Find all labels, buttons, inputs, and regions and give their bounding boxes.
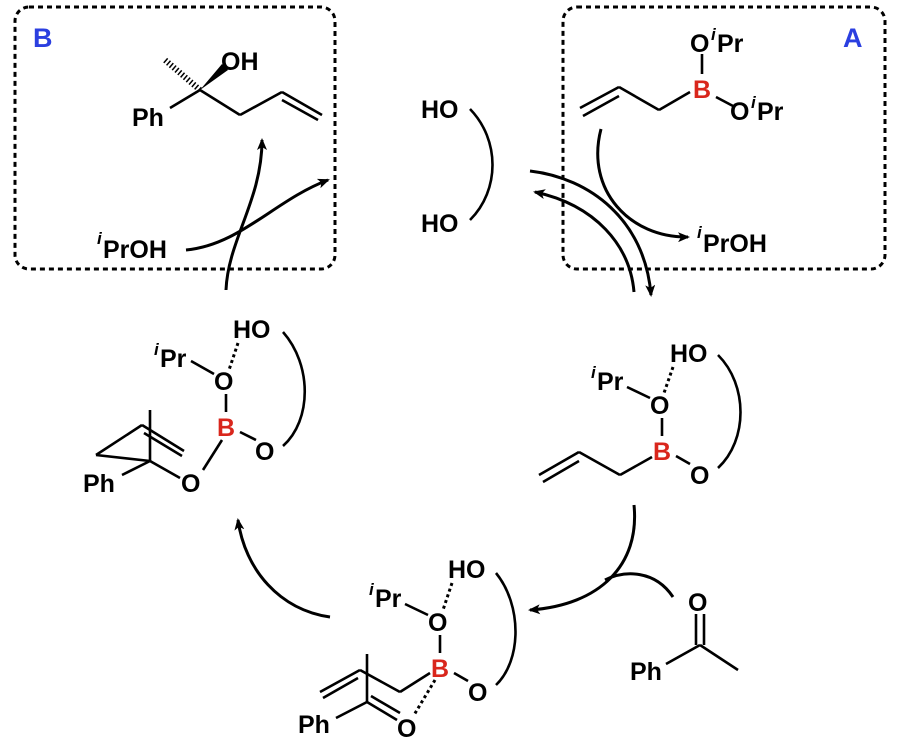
li-boron: B <box>217 414 235 442</box>
panel-b-tag: B <box>33 23 53 53</box>
panel-b-box <box>13 5 337 271</box>
ts-ipr-sup: i <box>369 580 375 599</box>
li-ipr: Pr <box>160 345 187 373</box>
arrow-product-out <box>224 138 267 291</box>
ts-ipr: Pr <box>375 585 402 613</box>
panel-a-tag: A <box>843 23 863 53</box>
intermediate-allylboronate-diol: HO i Pr O B O <box>538 340 742 490</box>
li-o2: O <box>255 438 274 466</box>
li-ipr-sup: i <box>154 340 160 359</box>
intermediate-borate-alkoxide: HO i Pr O B O O Ph <box>83 316 307 498</box>
arrow-to-transition-state <box>528 504 637 615</box>
a-o1-sup: i <box>711 25 717 44</box>
li-ho: HO <box>233 316 271 344</box>
b-iproh-label: PrOH <box>103 236 167 264</box>
ri-ipr: Pr <box>597 368 624 396</box>
acetophenone: O Ph <box>630 589 739 686</box>
ri-o2: O <box>690 462 709 490</box>
product-ph-label: Ph <box>132 104 164 132</box>
a-o2-sup: i <box>751 93 757 112</box>
a-o2-group: Pr <box>757 98 784 126</box>
li-o3: O <box>181 470 200 498</box>
a-o1-group: Pr <box>717 30 744 58</box>
diol-ho-bottom: HO <box>421 210 459 238</box>
a-iproh-label: PrOH <box>703 230 767 258</box>
ts-ho: HO <box>448 556 486 584</box>
ts-o3: O <box>397 715 416 743</box>
panel-a-box <box>561 5 887 271</box>
arrow-reverse-exchange <box>533 189 636 293</box>
arrow-to-alkoxide <box>234 518 331 619</box>
arrow-iproh-release <box>596 128 690 243</box>
a-boron: B <box>693 76 711 104</box>
ipr-sup: i <box>97 229 103 248</box>
ri-o1: O <box>650 392 669 420</box>
ts-ph: Ph <box>298 711 330 739</box>
ketone-o: O <box>688 589 707 617</box>
ri-ipr-sup: i <box>591 363 597 382</box>
ri-boron: B <box>653 438 671 466</box>
product-homoallylic-alcohol: OH Ph <box>132 48 323 132</box>
li-o1: O <box>214 368 233 396</box>
ts-o2: O <box>468 679 487 707</box>
ts-o1: O <box>428 609 447 637</box>
diol-ho-top: HO <box>421 96 459 124</box>
chair-transition-state: HO i Pr O B O O Ph <box>298 556 517 743</box>
diol-catalyst: HO HO <box>421 96 494 238</box>
ts-boron: B <box>431 655 449 683</box>
hashed-wedge-methyl <box>163 57 202 93</box>
a-o1: O <box>690 30 709 58</box>
a-o2: O <box>730 98 749 126</box>
allylboronate-reagent: B O i Pr O i Pr <box>579 25 784 126</box>
solid-wedge-oh <box>200 64 228 90</box>
arrow-ketone-enters <box>604 572 675 598</box>
arrow-forward-exchange <box>529 169 656 297</box>
ri-ho: HO <box>670 340 708 368</box>
li-ph: Ph <box>83 470 115 498</box>
product-oh-label: OH <box>221 48 259 76</box>
a-iproh-sup: i <box>697 223 703 242</box>
arrow-iproh-in <box>185 178 330 252</box>
ketone-ph: Ph <box>630 658 662 686</box>
